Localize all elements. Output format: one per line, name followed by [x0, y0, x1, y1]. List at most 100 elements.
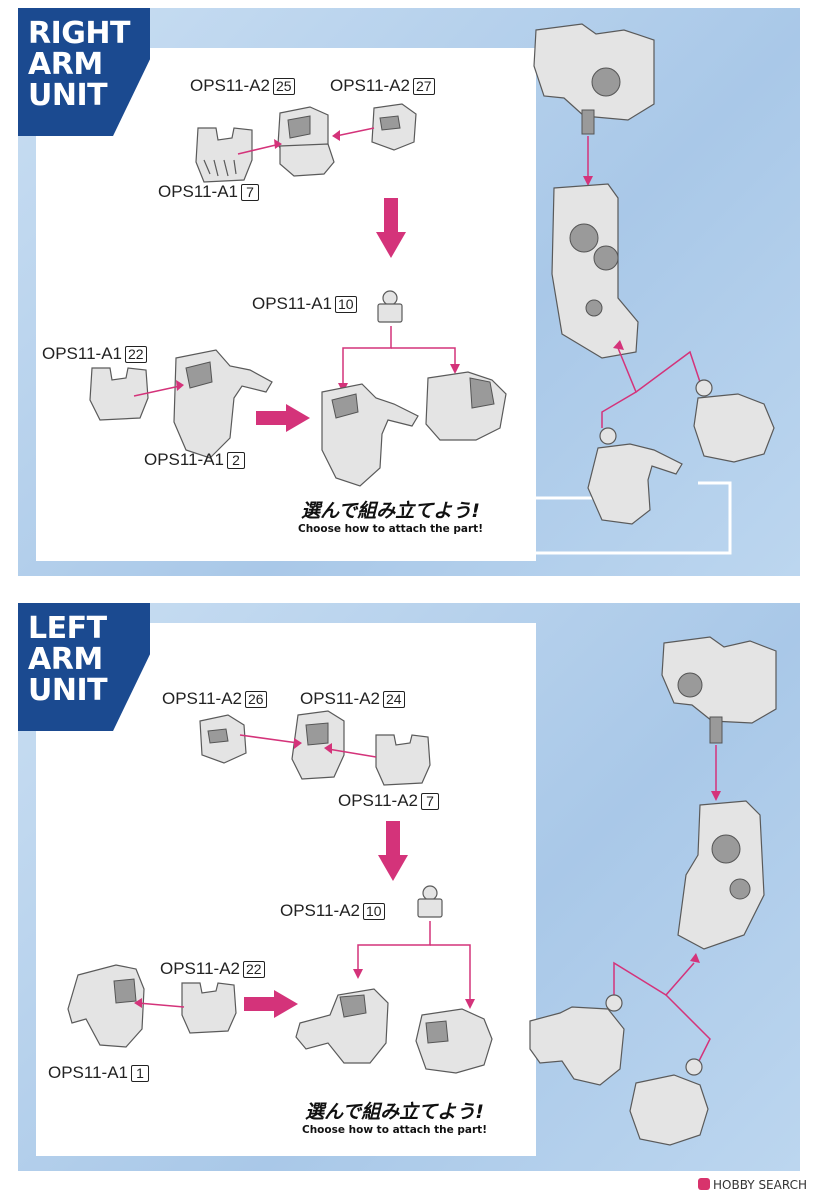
title-line: ARM — [28, 47, 103, 82]
right-arm-illustration — [89, 23, 775, 555]
section-title: RIGHT ARM UNIT — [28, 18, 130, 111]
hobby-search-logo-icon — [698, 1178, 711, 1190]
right-fist-hand — [693, 379, 775, 463]
part-code: OPS11-A2 — [330, 76, 411, 95]
down-arrow — [378, 821, 408, 881]
assembly-arrow — [137, 1002, 185, 1008]
assembly-arrow — [133, 385, 181, 397]
part-number: 10 — [363, 903, 385, 920]
left-open-hand — [529, 994, 625, 1086]
part-code: OPS11-A1 — [158, 182, 239, 201]
title-line: ARM — [28, 642, 103, 677]
left-arm-illustration — [67, 636, 777, 1146]
branch-line — [391, 347, 456, 366]
part-code: OPS11-A2 — [160, 959, 241, 978]
hand-part-27 — [371, 103, 417, 151]
hand-part-2 — [173, 349, 273, 459]
part-number: 22 — [243, 961, 265, 978]
branch-line — [635, 350, 703, 393]
choose-caption: 選んで組み立てよう! Choose how to attach the part… — [302, 1097, 487, 1136]
part-code: OPS11-A2 — [190, 76, 271, 95]
left-fist-hand — [629, 1058, 709, 1146]
part-number: 22 — [125, 346, 147, 363]
hand-part-26 — [199, 714, 247, 764]
assembly-arrow — [327, 748, 377, 758]
frame-line — [528, 481, 732, 555]
part-code: OPS11-A1 — [252, 294, 333, 313]
open-hand-result — [295, 988, 389, 1064]
down-arrow — [376, 198, 406, 258]
upper-arm-part — [533, 23, 655, 135]
caption-english: Choose how to attach the part! — [298, 523, 483, 535]
part-code: OPS11-A2 — [338, 791, 419, 810]
part-code: OPS11-A1 — [144, 450, 225, 469]
part-number: 26 — [245, 691, 267, 708]
hand-part-1 — [67, 964, 145, 1048]
assembly-arrow — [335, 127, 375, 137]
watermark-text: HOBBY SEARCH — [713, 1178, 807, 1192]
hand-part-7 — [195, 127, 253, 183]
right-arrow — [244, 990, 298, 1018]
branch-line — [357, 921, 431, 971]
fist-hand-result — [415, 1008, 493, 1074]
hand-part-22 — [89, 367, 149, 421]
hand-part-24 — [291, 710, 345, 780]
branch-line — [665, 994, 711, 1064]
part-code: OPS11-A1 — [48, 1063, 129, 1082]
part-number: 25 — [273, 78, 295, 95]
title-line: LEFT — [28, 611, 107, 646]
part-number: 2 — [227, 452, 246, 469]
forearm-part — [551, 183, 639, 359]
fist-hand-result — [425, 371, 507, 441]
part-number: 24 — [383, 691, 405, 708]
ball-joint-part — [417, 885, 443, 918]
part-code: OPS11-A1 — [42, 344, 123, 363]
part-code: OPS11-A2 — [280, 901, 361, 920]
right-open-hand — [587, 427, 683, 525]
title-line: UNIT — [28, 673, 108, 708]
right-arrow — [256, 404, 310, 432]
part-code: OPS11-A2 — [162, 689, 243, 708]
title-line: RIGHT — [28, 16, 130, 51]
forearm-part — [677, 800, 765, 950]
part-number: 27 — [413, 78, 435, 95]
title-line: UNIT — [28, 78, 108, 113]
section-title: LEFT ARM UNIT — [28, 611, 108, 708]
branch-line — [430, 944, 471, 1001]
watermark: HOBBY SEARCH — [698, 1178, 807, 1192]
branch-line — [613, 961, 695, 999]
part-number: 1 — [131, 1065, 150, 1082]
caption-japanese: 選んで組み立てよう! — [305, 1101, 484, 1123]
part-number: 7 — [421, 793, 440, 810]
part-number: 10 — [335, 296, 357, 313]
hand-part-7 — [375, 734, 431, 786]
choose-caption: 選んで組み立てよう! Choose how to attach the part… — [298, 496, 483, 535]
branch-line — [601, 347, 637, 428]
caption-japanese: 選んで組み立てよう! — [301, 500, 480, 522]
assembly-arrow — [237, 143, 281, 155]
hand-part-25 — [277, 106, 335, 177]
part-number: 7 — [241, 184, 260, 201]
assembly-arrow — [239, 734, 299, 744]
ball-joint-part — [377, 290, 403, 323]
caption-english: Choose how to attach the part! — [302, 1124, 487, 1136]
branch-line — [342, 326, 392, 385]
upper-arm-part — [661, 636, 777, 744]
part-code: OPS11-A2 — [300, 689, 381, 708]
open-hand-result — [321, 383, 419, 487]
hand-part-22 — [181, 982, 237, 1034]
